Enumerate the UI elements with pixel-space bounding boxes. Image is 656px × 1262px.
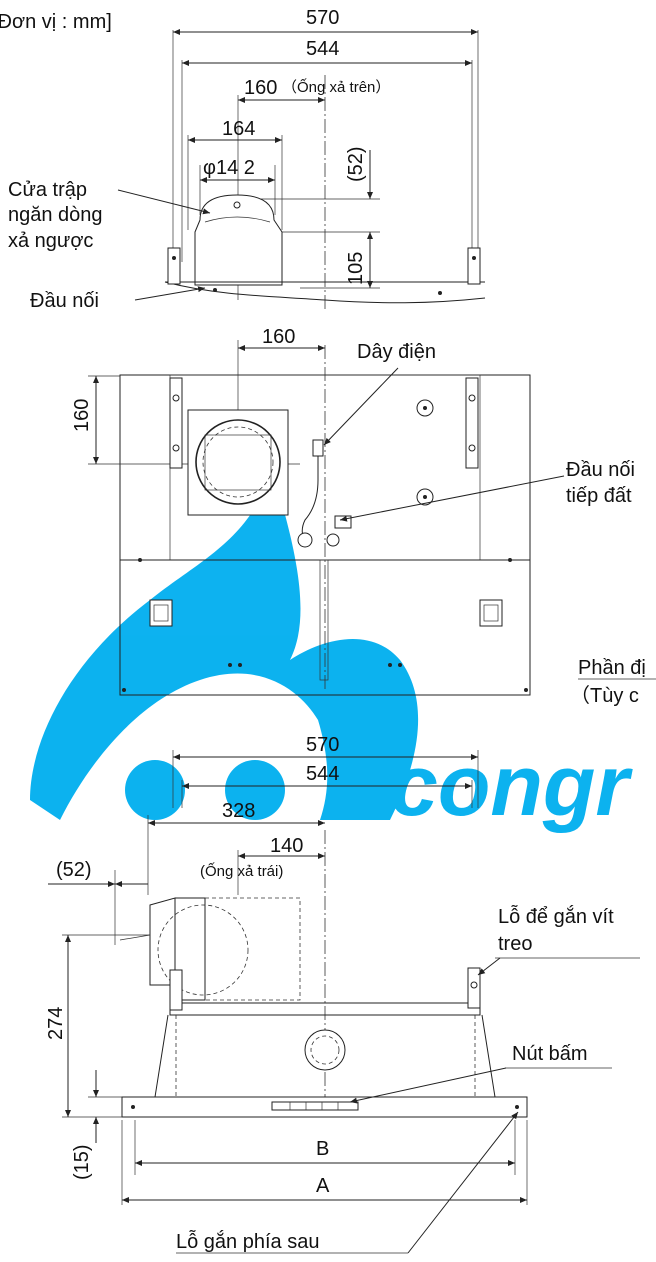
dim-52-side: (52) <box>56 859 92 881</box>
top-view: [Đơn vị : mm] 570 544 160 （Ống xả trên） … <box>0 7 486 312</box>
dim-left-duct-note: (Ống xả trái) <box>200 862 283 880</box>
label-part-line1: Phần đị <box>578 657 646 679</box>
label-screw-hole-line2: treo <box>498 933 532 955</box>
dim-570-top: 570 <box>306 7 339 29</box>
dim-phi-142: φ14 2 <box>203 157 255 179</box>
dim-15: (15) <box>71 1144 93 1180</box>
dim-164: 164 <box>222 118 255 140</box>
label-button: Nút bấm <box>512 1043 588 1065</box>
label-power-cord: Dây điện <box>357 341 436 363</box>
label-screw-hole-line1: Lỗ để gắn vít <box>498 905 614 928</box>
dim-b: B <box>316 1138 329 1160</box>
label-damper-line1: Cửa trập <box>8 179 87 201</box>
dim-160-top-duct: 160 <box>244 77 277 99</box>
dim-top-duct-note: （Ống xả trên） <box>282 78 390 96</box>
watermark-flame-shape <box>30 470 419 820</box>
watermark-eye-left <box>125 760 185 820</box>
dim-a: A <box>316 1175 330 1197</box>
dim-52-vertical: (52) <box>345 146 367 182</box>
dim-160-middle-vertical: 160 <box>71 399 93 432</box>
label-connector-top: Đầu nối <box>30 290 99 312</box>
dim-544-top: 544 <box>306 38 339 60</box>
label-damper-line3: xả ngược <box>8 230 93 252</box>
bottom-view: 570 544 328 140 (Ống xả trái) (52) <box>45 734 640 1254</box>
label-damper-line2: ngăn dòng <box>8 204 103 226</box>
watermark-eye-right <box>225 760 285 820</box>
dim-105: 105 <box>345 252 367 285</box>
dim-140: 140 <box>270 835 303 857</box>
label-rear-hole: Lỗ gắn phía sau <box>176 1230 319 1253</box>
dim-328: 328 <box>222 800 255 822</box>
label-ground-line2: tiếp đất <box>566 485 632 507</box>
label-part-line2: （Tùy c <box>570 684 639 707</box>
label-ground-line1: Đầu nối <box>566 459 635 481</box>
dim-544-bottom: 544 <box>306 763 339 785</box>
middle-view: 160 160 <box>71 326 656 707</box>
dim-274: 274 <box>45 1007 67 1040</box>
unit-label: [Đơn vị : mm] <box>0 11 112 33</box>
dim-570-bottom: 570 <box>306 734 339 756</box>
dim-160-middle-horizontal: 160 <box>262 326 295 348</box>
